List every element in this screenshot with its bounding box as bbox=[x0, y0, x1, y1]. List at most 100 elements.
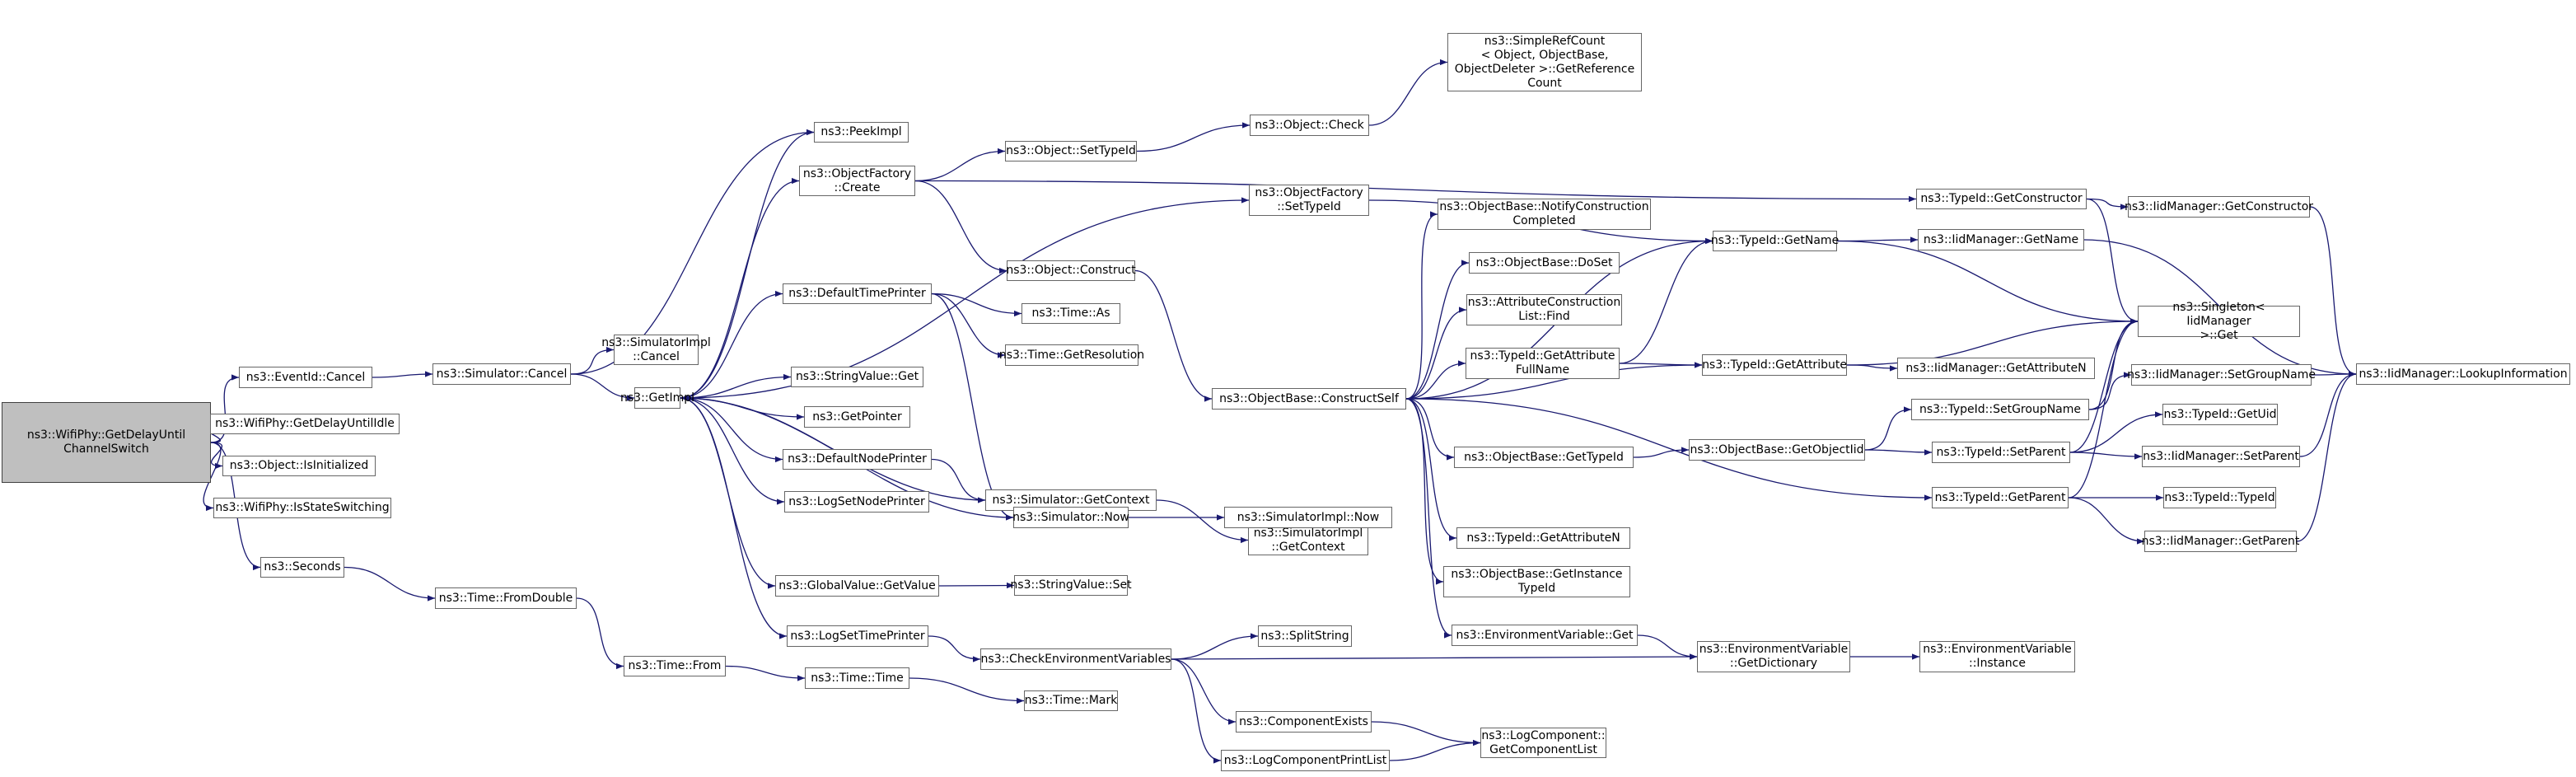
node-getimpl[interactable]: ns3::GetImpl bbox=[620, 387, 694, 409]
node-typeid-getname[interactable]: ns3::TypeId::GetName bbox=[1711, 231, 1839, 251]
node-ob-constructself[interactable]: ns3::ObjectBase::ConstructSelf bbox=[1212, 388, 1406, 410]
node-envvar-getdictionary[interactable]: ns3::EnvironmentVariable ::GetDictionary bbox=[1697, 641, 1850, 672]
edge-object-settypeid-to-object-check bbox=[1136, 122, 1251, 152]
node-logcomponent-getcomponentlist[interactable]: ns3::LogComponent:: GetComponentList bbox=[1480, 728, 1606, 758]
node-logsetnodeprinter[interactable]: ns3::LogSetNodePrinter bbox=[784, 491, 929, 513]
edge-ob-constructself-to-attrconstructionlist-find bbox=[1405, 307, 1467, 400]
node-typeid-getattributen[interactable]: ns3::TypeId::GetAttributeN bbox=[1456, 527, 1630, 549]
edge-ob-constructself-to-typeid-getattributefullname bbox=[1405, 360, 1466, 400]
node-globalvalue-getvalue[interactable]: ns3::GlobalValue::GetValue bbox=[775, 575, 939, 597]
edge-ob-constructself-to-typeid-getparent bbox=[1405, 398, 1933, 501]
edge-iidmgr-setgroupname-to-iidmgr-lookupinformation bbox=[2311, 371, 2357, 377]
edge-iidmgr-getparent-to-iidmgr-lookupinformation bbox=[2296, 371, 2357, 542]
node-stringvalue-get[interactable]: ns3::StringValue::Get bbox=[791, 367, 923, 387]
node-componentexists[interactable]: ns3::ComponentExists bbox=[1236, 711, 1372, 733]
node-checkenv[interactable]: ns3::CheckEnvironmentVariables bbox=[980, 648, 1171, 670]
edge-typeid-getattribute-to-iidmgr-getattributen bbox=[1846, 364, 1898, 372]
node-logcomponentprintlist[interactable]: ns3::LogComponentPrintList bbox=[1221, 750, 1390, 771]
edge-ob-constructself-to-envvar-get bbox=[1405, 398, 1452, 639]
node-simimpl-cancel[interactable]: ns3::SimulatorImpl ::Cancel bbox=[601, 335, 711, 365]
node-object-check[interactable]: ns3::Object::Check bbox=[1250, 115, 1369, 136]
node-getpointer[interactable]: ns3::GetPointer bbox=[804, 406, 910, 428]
node-object-isinit[interactable]: ns3::Object::IsInitialized bbox=[222, 456, 376, 476]
node-of-create[interactable]: ns3::ObjectFactory ::Create bbox=[799, 166, 915, 196]
node-iidmgr-getparent[interactable]: ns3::IidManager::GetParent bbox=[2142, 531, 2299, 552]
node-ob-doset[interactable]: ns3::ObjectBase::DoSet bbox=[1469, 252, 1620, 274]
node-iidmgr-setparent[interactable]: ns3::IidManager::SetParent bbox=[2142, 446, 2300, 467]
edge-defaultnodeprinter-to-sim-getcontext bbox=[931, 458, 986, 503]
node-getdelayuntilidle[interactable]: ns3::WifiPhy::GetDelayUntilIdle bbox=[210, 414, 400, 434]
node-simimpl-now[interactable]: ns3::SimulatorImpl::Now bbox=[1224, 507, 1392, 528]
node-simplerefcount[interactable]: ns3::SimpleRefCount < Object, ObjectBase… bbox=[1447, 33, 1642, 91]
node-singleton-get[interactable]: ns3::Singleton< IidManager >::Get bbox=[2138, 301, 2300, 342]
node-time-from[interactable]: ns3::Time::From bbox=[624, 656, 726, 676]
edge-defaulttimeprinter-to-sim-now bbox=[931, 293, 1014, 521]
node-typeid-setparent[interactable]: ns3::TypeId::SetParent bbox=[1932, 442, 2070, 463]
edge-typeid-getconstructor-to-iidmgr-getconstructor bbox=[2086, 198, 2129, 210]
node-time-as[interactable]: ns3::Time::As bbox=[1022, 303, 1120, 324]
node-attrconstructionlist-find[interactable]: ns3::AttributeConstruction List::Find bbox=[1466, 294, 1622, 325]
node-seconds[interactable]: ns3::Seconds bbox=[260, 557, 344, 578]
edge-getimpl-to-defaultnodeprinter bbox=[680, 397, 783, 463]
node-iidmgr-getconstructor[interactable]: ns3::IidManager::GetConstructor bbox=[2125, 196, 2313, 218]
node-isstateswitching[interactable]: ns3::WifiPhy::IsStateSwitching bbox=[213, 498, 391, 518]
edge-envvar-get-to-envvar-getdictionary bbox=[1637, 634, 1698, 660]
node-typeid-getconstructor[interactable]: ns3::TypeId::GetConstructor bbox=[1916, 189, 2087, 209]
node-simimpl-getcontext[interactable]: ns3::SimulatorImpl ::GetContext bbox=[1248, 525, 1368, 555]
edge-getimpl-to-of-create bbox=[680, 177, 800, 399]
node-defaulttimeprinter[interactable]: ns3::DefaultTimePrinter bbox=[783, 283, 932, 304]
node-typeid-getattributefullname[interactable]: ns3::TypeId::GetAttribute FullName bbox=[1466, 348, 1620, 379]
edge-typeid-getparent-to-iidmgr-getparent bbox=[2068, 497, 2145, 545]
edge-logsettimeprinter-to-checkenv bbox=[928, 635, 981, 662]
node-time-time[interactable]: ns3::Time::Time bbox=[805, 667, 909, 689]
edge-object-check-to-simplerefcount bbox=[1368, 59, 1448, 126]
node-of-settypeid[interactable]: ns3::ObjectFactory ::SetTypeId bbox=[1249, 185, 1369, 216]
node-iidmgr-getattributen[interactable]: ns3::IidManager::GetAttributeN bbox=[1897, 358, 2095, 379]
node-stringvalue-set[interactable]: ns3::StringValue::Set bbox=[1010, 575, 1132, 596]
edge-getimpl-to-logsettimeprinter bbox=[680, 397, 788, 639]
node-sim-now[interactable]: ns3::Simulator::Now bbox=[1012, 507, 1129, 528]
edge-getdelay-to-object-isinit bbox=[210, 442, 223, 470]
edge-typeid-getparent-to-singleton-get bbox=[2068, 318, 2139, 498]
node-object-settypeid[interactable]: ns3::Object::SetTypeId bbox=[1005, 141, 1137, 161]
node-envvar-get[interactable]: ns3::EnvironmentVariable::Get bbox=[1452, 625, 1638, 646]
edge-logcomponentprintlist-to-logcomponent-getcomponentlist bbox=[1389, 739, 1481, 761]
edge-checkenv-to-splitstring bbox=[1171, 633, 1259, 660]
edge-typeid-getname-to-singleton-get bbox=[1836, 240, 2139, 325]
node-object-construct[interactable]: ns3::Object::Construct bbox=[1006, 260, 1136, 281]
edge-seconds-to-time-fromdouble bbox=[344, 566, 436, 601]
node-typeid-getparent[interactable]: ns3::TypeId::GetParent bbox=[1932, 487, 2069, 508]
node-ob-notifyconstruction[interactable]: ns3::ObjectBase::NotifyConstruction Comp… bbox=[1438, 199, 1651, 230]
edge-getimpl-to-logsetnodeprinter bbox=[680, 397, 785, 505]
node-time-mark[interactable]: ns3::Time::Mark bbox=[1024, 690, 1118, 711]
node-time-fromdouble[interactable]: ns3::Time::FromDouble bbox=[435, 587, 577, 609]
edge-typeid-getconstructor-to-singleton-get bbox=[2086, 198, 2139, 325]
edge-typeid-setparent-to-typeid-getuid bbox=[2069, 411, 2163, 453]
node-splitstring[interactable]: ns3::SplitString bbox=[1258, 625, 1352, 647]
node-iidmgr-lookupinformation[interactable]: ns3::IidManager::LookupInformation bbox=[2356, 363, 2570, 385]
node-time-getresolution[interactable]: ns3::Time::GetResolution bbox=[999, 344, 1144, 366]
node-envvar-instance[interactable]: ns3::EnvironmentVariable ::Instance bbox=[1919, 641, 2075, 672]
edge-iidmgr-getconstructor-to-iidmgr-lookupinformation bbox=[2309, 206, 2357, 377]
node-typeid-setgroupname[interactable]: ns3::TypeId::SetGroupName bbox=[1911, 399, 2089, 420]
node-typeid-typeid[interactable]: ns3::TypeId::TypeId bbox=[2163, 487, 2276, 508]
node-ob-gettypeid[interactable]: ns3::ObjectBase::GetTypeId bbox=[1454, 447, 1634, 468]
node-eventid-cancel[interactable]: ns3::EventId::Cancel bbox=[239, 367, 372, 388]
edge-ob-constructself-to-ob-gettypeid bbox=[1405, 398, 1455, 461]
node-logsettimeprinter[interactable]: ns3::LogSetTimePrinter bbox=[787, 625, 928, 647]
edge-getimpl-to-defaulttimeprinter bbox=[680, 290, 783, 399]
edge-componentexists-to-logcomponent-getcomponentlist bbox=[1371, 721, 1481, 747]
edge-object-construct-to-ob-constructself bbox=[1134, 269, 1213, 402]
node-ob-getinstancetypeid[interactable]: ns3::ObjectBase::GetInstance TypeId bbox=[1443, 566, 1630, 597]
node-typeid-getuid[interactable]: ns3::TypeId::GetUid bbox=[2162, 404, 2278, 425]
node-peekimpl[interactable]: ns3::PeekImpl bbox=[814, 122, 909, 143]
edge-ob-getobjectiid-to-typeid-setgroupname bbox=[1864, 406, 1912, 451]
node-typeid-getattribute[interactable]: ns3::TypeId::GetAttribute bbox=[1702, 354, 1847, 376]
node-defaultnodeprinter[interactable]: ns3::DefaultNodePrinter bbox=[783, 449, 932, 470]
edge-defaulttimeprinter-to-time-as bbox=[931, 293, 1022, 317]
node-sim-cancel[interactable]: ns3::Simulator::Cancel bbox=[432, 363, 571, 385]
node-ob-getobjectiid[interactable]: ns3::ObjectBase::GetObjectIid bbox=[1689, 439, 1865, 461]
node-iidmgr-setgroupname[interactable]: ns3::IidManager::SetGroupName bbox=[2127, 364, 2316, 386]
edge-typeid-setparent-to-singleton-get bbox=[2069, 318, 2139, 453]
node-iidmgr-getname[interactable]: ns3::IidManager::GetName bbox=[1918, 229, 2084, 250]
